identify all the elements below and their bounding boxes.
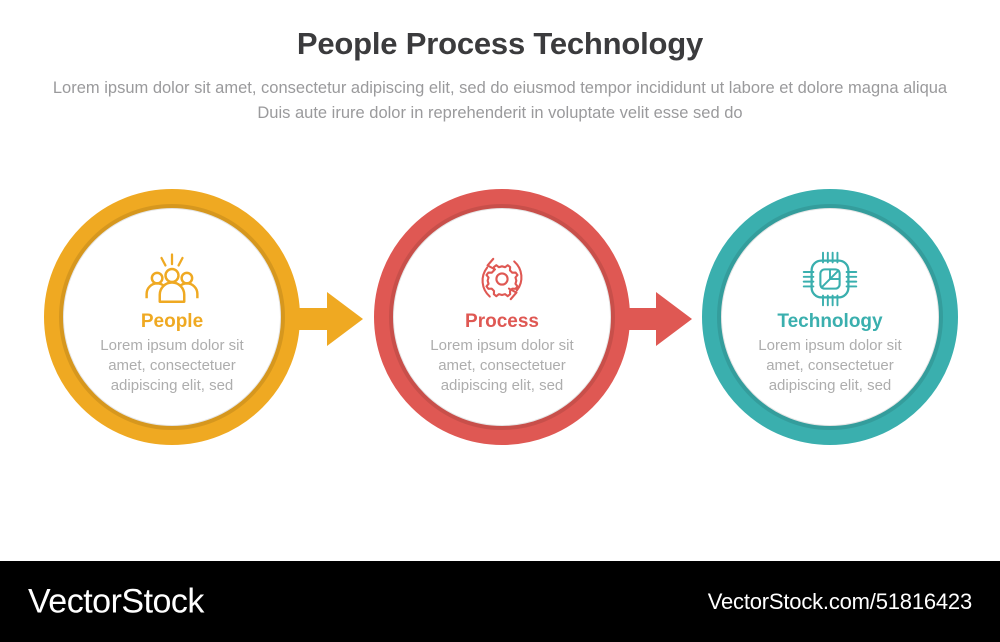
process-step-people[interactable]: People Lorem ipsum dolor sit amet, conse… — [44, 189, 300, 445]
step-ring-shadow-technology — [717, 204, 943, 430]
gear-cycle-icon — [481, 257, 523, 301]
step-description-people: Lorem ipsum dolor sit amet, consectetuer… — [100, 337, 244, 394]
cpu-chip-icon — [802, 251, 858, 307]
step-description-process: Lorem ipsum dolor sit amet, consectetuer… — [430, 337, 574, 394]
arrow-right-icon — [287, 292, 363, 346]
step-heading-people: People — [140, 311, 204, 332]
connector-arrow-process-to-technology — [616, 288, 692, 350]
step-description-technology: Lorem ipsum dolor sit amet, consectetuer… — [758, 337, 902, 394]
vectorstock-logo: VectorStock — [28, 582, 204, 620]
step-heading-process: Process — [465, 311, 539, 332]
step-ring-shadow-people — [59, 204, 285, 430]
process-step-process[interactable]: Process Lorem ipsum dolor sit amet, cons… — [374, 189, 630, 445]
infographic-canvas: People Process Technology Lorem ipsum do… — [0, 26, 1000, 480]
process-flow-diagram: People Lorem ipsum dolor sit amet, conse… — [0, 160, 1000, 480]
page-subtitle: Lorem ipsum dolor sit amet, consectetur … — [52, 79, 948, 122]
step-ring-shadow-process — [389, 204, 615, 430]
vectorstock-url: VectorStock.com/51816423 — [707, 588, 972, 614]
step-heading-technology: Technology — [777, 311, 883, 332]
watermark-footer: VectorStock VectorStock.com/51816423 — [0, 561, 1000, 642]
arrow-right-icon — [616, 292, 692, 346]
page-title: People Process Technology — [296, 26, 704, 61]
connector-arrow-people-to-process — [287, 288, 363, 350]
people-group-icon — [145, 253, 199, 303]
process-step-technology[interactable]: Technology Lorem ipsum dolor sit amet, c… — [702, 189, 958, 445]
